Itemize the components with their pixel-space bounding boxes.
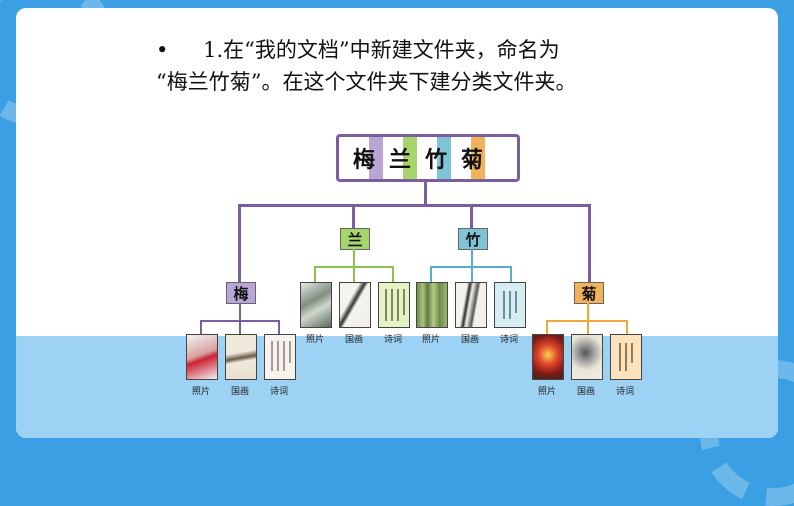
ju-poem-thumbnail — [610, 334, 642, 380]
zhu-leaf1-down — [430, 266, 432, 282]
root-char-mei: 梅 — [353, 147, 376, 173]
ju-leaf3-down — [626, 320, 628, 334]
root-stripe-mei — [369, 137, 383, 179]
root-stripe-ju — [471, 137, 485, 179]
zhu-poem-label: 诗词 — [500, 335, 519, 345]
zhu-leaf2-down — [471, 266, 473, 282]
ju-poem-label: 诗词 — [616, 387, 635, 397]
root-stripe-zhu — [437, 137, 451, 179]
connector-zhu-down — [470, 204, 473, 228]
category-zhu: 竹 — [458, 228, 488, 250]
zhu-down — [471, 249, 473, 267]
ju-down — [587, 303, 589, 321]
root-char-lan: 兰 — [389, 147, 412, 173]
ju-painting-label: 国画 — [577, 387, 596, 397]
mei-painting-label: 国画 — [231, 387, 250, 397]
zhu-leaf3-down — [510, 266, 512, 282]
root-char-zhu: 竹 — [425, 147, 448, 173]
root-char-ju: 菊 — [461, 147, 484, 173]
category-ju: 菊 — [574, 282, 604, 304]
mei-leaf2-down — [239, 320, 241, 334]
ju-leaf2-down — [587, 320, 589, 334]
mei-painting-thumbnail — [225, 334, 257, 380]
category-lan: 兰 — [340, 228, 370, 250]
lan-painting-label: 国画 — [345, 335, 364, 345]
instruction-line-1: • 1.在“我的文档”中新建文件夹，命名为 — [156, 34, 560, 64]
mei-down — [239, 303, 241, 321]
instruction-line-2: “梅兰竹菊”。在这个文件夹下建分类文件夹。 — [156, 66, 576, 96]
connector-root-horizontal — [238, 204, 590, 207]
lan-down — [353, 249, 355, 267]
instruction-text-2: “梅兰竹菊”。在这个文件夹下建分类文件夹。 — [156, 70, 577, 94]
zhu-poem-thumbnail — [494, 282, 526, 328]
ju-photo-label: 照片 — [538, 387, 557, 397]
bottom-band — [16, 336, 778, 438]
instruction-text-1: 1.在“我的文档”中新建文件夹，命名为 — [203, 38, 560, 62]
connector-ju-down — [588, 204, 591, 282]
lan-poem-thumbnail — [378, 282, 410, 328]
lan-poem-label: 诗词 — [384, 335, 403, 345]
mei-photo-label: 照片 — [192, 387, 211, 397]
lan-photo-thumbnail — [300, 282, 332, 328]
ju-painting-thumbnail — [571, 334, 603, 380]
lan-leaf2-down — [353, 266, 355, 282]
lan-photo-label: 照片 — [306, 335, 325, 345]
mei-leaf3-down — [278, 320, 280, 334]
ju-photo-thumbnail — [532, 334, 564, 380]
connector-root-down — [424, 180, 427, 206]
category-mei: 梅 — [226, 282, 256, 304]
zhu-painting-thumbnail — [455, 282, 487, 328]
root-stripe-lan — [403, 137, 417, 179]
zhu-photo-thumbnail — [416, 282, 448, 328]
zhu-painting-label: 国画 — [461, 335, 480, 345]
lan-leaf3-down — [392, 266, 394, 282]
root-folder-box: 梅 兰 竹 菊 — [336, 134, 520, 182]
bullet-marker: • — [156, 38, 169, 62]
lan-leaf1-down — [314, 266, 316, 282]
connector-lan-down — [352, 204, 355, 228]
lan-painting-thumbnail — [339, 282, 371, 328]
mei-poem-label: 诗词 — [270, 387, 289, 397]
slide-canvas: • 1.在“我的文档”中新建文件夹，命名为 “梅兰竹菊”。在这个文件夹下建分类文… — [16, 8, 778, 438]
mei-leaf1-down — [200, 320, 202, 334]
zhu-photo-label: 照片 — [422, 335, 441, 345]
ju-leaf1-down — [546, 320, 548, 334]
connector-mei-down — [238, 204, 241, 282]
mei-poem-thumbnail — [264, 334, 296, 380]
mei-photo-thumbnail — [186, 334, 218, 380]
